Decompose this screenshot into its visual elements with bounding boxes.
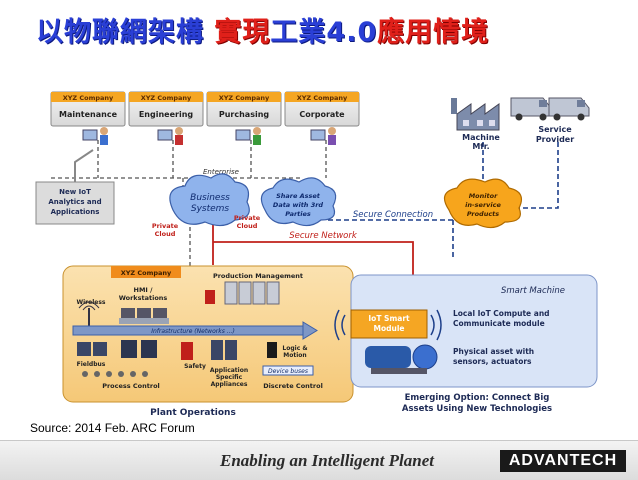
infrastructure-label: Infrastructure (Networks ...): [151, 328, 235, 335]
fieldbus-label: Fieldbus: [77, 361, 106, 368]
page-title: 以物聯網架構 實現工業4.0應用情境: [36, 10, 489, 49]
factory-icon: [451, 98, 500, 131]
new-iot-label-line1: New IoT: [59, 188, 91, 196]
enterprise-label: Enterprise: [203, 168, 239, 176]
department-tab-corporate: XYZ Company Corporate: [284, 91, 360, 127]
footer-tagline: Enabling an Intelligent Planet: [220, 451, 434, 470]
safety-label: Safety: [184, 363, 206, 370]
app-specific-label-line1: Application: [210, 367, 248, 374]
tab-company-label: XYZ Company: [141, 94, 192, 102]
device-buses-box: [262, 365, 314, 376]
secure-connection-label: Secure Connection: [353, 210, 433, 220]
physical-asset-label-line2: sensors, actuators: [453, 357, 532, 366]
physical-asset-label-line1: Physical asset with: [453, 347, 534, 356]
business-systems-label-line2: Systems: [191, 204, 230, 214]
local-compute-label-line2: Communicate module: [453, 319, 545, 328]
share-asset-label-line2: Data with 3rd: [273, 201, 323, 209]
discrete-control-label: Discrete Control: [263, 382, 323, 390]
emerging-option-label-line2: Assets Using New Technologies: [402, 404, 552, 414]
user-workstation-icon: [82, 127, 108, 145]
new-iot-analytics-box: New IoT Analytics and Applications: [35, 181, 115, 225]
device-buses-label: Device buses: [268, 368, 308, 375]
infrastructure-network-bar: Infrastructure (Networks ...): [72, 321, 318, 340]
new-iot-label-line3: Applications: [51, 208, 100, 216]
appliance-device-icon: [211, 340, 237, 360]
service-van-icon: [510, 97, 552, 121]
private-cloud-label-2-line1: Private: [234, 214, 261, 222]
process-control-label: Process Control: [102, 382, 160, 390]
department-tab-purchasing: XYZ Company Purchasing: [206, 91, 282, 127]
smart-machine-title: Smart Machine: [501, 286, 565, 296]
business-systems-cloud: Business Systems: [169, 173, 250, 227]
monitor-label-line1: Monitor: [469, 192, 498, 200]
smart-machine-panel: Smart Machine IoT Smart Module Local IoT…: [334, 274, 598, 388]
local-compute-label-line1: Local IoT Compute and: [453, 309, 550, 318]
plant-company-label: XYZ Company: [121, 269, 172, 277]
user-workstation-icon: [157, 127, 183, 145]
share-asset-cloud: Share Asset Data with 3rd Parties: [260, 177, 337, 227]
new-iot-arrow: [74, 149, 94, 182]
title-part2a: 實現: [214, 17, 271, 48]
service-provider-label-line2: Provider: [536, 135, 574, 144]
private-cloud-label-1-line1: Private: [152, 222, 179, 230]
hmi-workstation-icon: [119, 308, 169, 324]
monitor-products-cloud: Monitor in-service Products: [443, 178, 522, 229]
tab-company-label: XYZ Company: [297, 94, 348, 102]
new-iot-label-line2: Analytics and: [48, 198, 101, 206]
wireless-label: Wireless: [77, 299, 106, 306]
monitor-label-line2: in-service: [465, 201, 501, 209]
iot-module-label-line2: Module: [374, 324, 405, 333]
wireless-antenna-icon: [78, 301, 100, 328]
logic-motion-label-line2: Motion: [283, 352, 306, 359]
safety-device-icon: [181, 342, 193, 360]
department-tab-maintenance: XYZ Company Maintenance: [50, 91, 126, 127]
firewall-icon: [205, 290, 215, 304]
private-cloud-label-1-line2: Cloud: [155, 230, 176, 238]
share-asset-label-line1: Share Asset: [276, 192, 321, 200]
tab-company-label: XYZ Company: [63, 94, 114, 102]
fieldbus-device-icon: [77, 342, 107, 356]
title-part2c: 應用情境: [377, 17, 490, 48]
source-caption: Source: 2014 Feb. ARC Forum: [30, 421, 195, 435]
user-workstation-icon: [235, 127, 261, 145]
business-systems-label-line1: Business: [190, 193, 230, 203]
title-part1: 以物聯網架構: [36, 17, 215, 48]
tab-label-engineering: Engineering: [139, 110, 194, 119]
tab-label-maintenance: Maintenance: [59, 110, 118, 119]
department-tab-engineering: XYZ Company Engineering: [128, 91, 204, 127]
brand-logo: ADVANTECH: [500, 450, 626, 472]
process-control-device-icon: [82, 340, 157, 377]
plant-operations-panel: XYZ Company Production Management HMI / …: [62, 265, 354, 403]
plant-operations-label: Plant Operations: [150, 408, 236, 418]
production-management-label: Production Management: [213, 272, 303, 280]
app-specific-label-line2: Specific: [216, 374, 243, 381]
monitor-label-line3: Products: [467, 210, 499, 218]
tab-company-label: XYZ Company: [219, 94, 270, 102]
share-asset-label-line3: Parties: [285, 210, 311, 218]
app-specific-label-line3: Appliances: [211, 381, 248, 388]
tab-label-corporate: Corporate: [299, 110, 345, 119]
machine-mfr-label-line2: Mfr.: [472, 142, 489, 151]
machine-mfr-label-line1: Machine: [462, 133, 500, 142]
iot-module-label-line1: IoT Smart: [368, 314, 410, 323]
server-rack-icon: [224, 281, 280, 305]
user-workstation-icon: [310, 127, 336, 145]
secure-network-lines: [212, 222, 414, 275]
emerging-option-label-line1: Emerging Option: Connect Big: [405, 393, 550, 403]
iot-smart-module-box: [350, 309, 428, 339]
logic-motion-device-icon: [267, 342, 277, 358]
hmi-label-line2: Workstations: [119, 294, 168, 302]
service-van-icon: [548, 97, 590, 121]
wireless-signal-icon: [334, 309, 442, 341]
hmi-label-line1: HMI /: [134, 286, 154, 294]
secure-network-label: Secure Network: [289, 231, 358, 241]
tab-label-purchasing: Purchasing: [219, 110, 270, 119]
pump-motor-icon: [365, 344, 438, 374]
service-provider-label-line1: Service: [538, 125, 572, 134]
iot-architecture-diagram: XYZ Company Maintenance XYZ Company Engi…: [35, 91, 598, 418]
private-cloud-label-2-line2: Cloud: [237, 222, 258, 230]
footer-bar: Enabling an Intelligent Planet ADVANTECH: [0, 440, 638, 480]
logic-motion-label-line1: Logic &: [282, 345, 307, 352]
title-part2b: 工業4.0: [270, 17, 378, 48]
